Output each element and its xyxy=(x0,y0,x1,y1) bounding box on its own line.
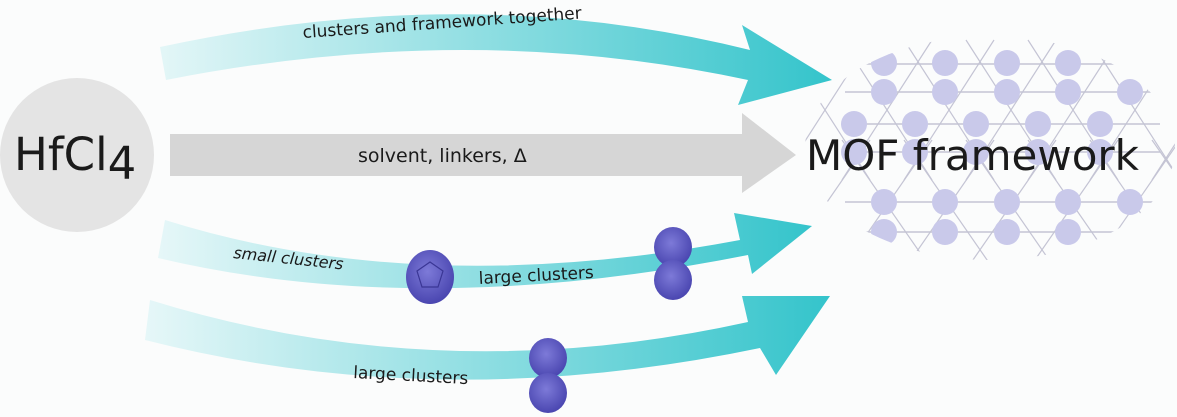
lattice-node xyxy=(841,139,867,165)
lattice-node xyxy=(1055,50,1081,76)
lattice-link xyxy=(1151,39,1175,181)
lattice-node xyxy=(1087,139,1113,165)
lattice-node xyxy=(841,111,867,137)
lattice-node xyxy=(871,219,897,245)
lattice-node xyxy=(1117,189,1143,215)
lattice-node xyxy=(1025,139,1051,165)
lattice-node xyxy=(1025,111,1051,137)
lattice-node xyxy=(1055,189,1081,215)
lattice-node xyxy=(871,79,897,105)
lattice-node xyxy=(994,219,1020,245)
lattice-node xyxy=(871,50,897,76)
lattice-node xyxy=(871,189,897,215)
lattice-node xyxy=(902,111,928,137)
lattice-node xyxy=(963,139,989,165)
pathway-arrow-lower xyxy=(158,213,812,289)
lattice-node xyxy=(994,79,1020,105)
cluster-large-bottom xyxy=(529,338,567,413)
lattice-node xyxy=(932,189,958,215)
lattice-node xyxy=(932,219,958,245)
lattice-link xyxy=(1151,139,1175,260)
lattice-node xyxy=(1055,219,1081,245)
lattice-node xyxy=(902,139,928,165)
source-label: HfCl4 xyxy=(14,128,136,190)
source-circle xyxy=(0,78,154,232)
lattice-node xyxy=(932,50,958,76)
lattice-node xyxy=(932,79,958,105)
pathway-arrow-top xyxy=(160,14,832,105)
pathway-arrow-bottom xyxy=(145,296,830,380)
pathway-label-middle: solvent, linkers, Δ xyxy=(358,145,527,167)
lattice-node xyxy=(963,111,989,137)
lattice-node xyxy=(1117,79,1143,105)
lattice-node xyxy=(1055,79,1081,105)
lattice-node xyxy=(994,50,1020,76)
lattice-node xyxy=(1087,111,1113,137)
target-label: MOF framework xyxy=(806,131,1140,180)
cluster-small xyxy=(406,250,454,304)
pathway-arrow-middle xyxy=(170,113,796,193)
cluster-large-lower xyxy=(654,227,692,300)
lattice-node xyxy=(994,189,1020,215)
